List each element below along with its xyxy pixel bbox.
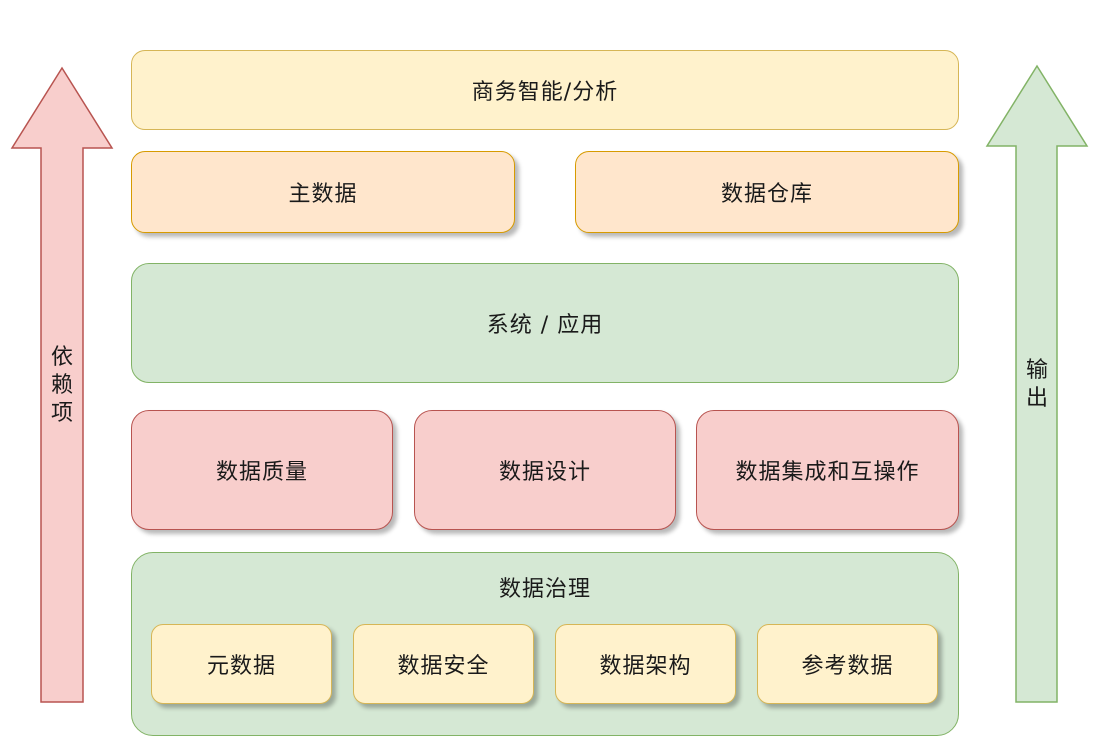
business-intelligence-box: 商务智能/分析 xyxy=(131,50,959,130)
data-warehouse-label: 数据仓库 xyxy=(720,182,813,207)
data-quality-box: 数据质量 xyxy=(131,410,393,530)
output-arrow xyxy=(985,64,1089,703)
data-governance-title: 数据治理 xyxy=(498,577,591,602)
systems-applications-box: 系统 / 应用 xyxy=(131,263,959,383)
governance-item-label: 参考数据 xyxy=(801,654,894,679)
dependency-arrow-label: 依 赖 项 xyxy=(50,345,73,426)
data-integration-box: 数据集成和互操作 xyxy=(696,410,959,530)
governance-item-metadata: 元数据 xyxy=(151,624,332,704)
data-integration-label: 数据集成和互操作 xyxy=(735,460,920,485)
data-design-label: 数据设计 xyxy=(498,460,591,485)
governance-item-data-security: 数据安全 xyxy=(353,624,534,704)
data-warehouse-box: 数据仓库 xyxy=(575,151,959,233)
dependency-arrow xyxy=(10,66,114,703)
governance-item-label: 数据架构 xyxy=(599,654,692,679)
data-design-box: 数据设计 xyxy=(414,410,676,530)
governance-item-label: 元数据 xyxy=(206,654,276,679)
systems-applications-label: 系统 / 应用 xyxy=(486,313,604,338)
master-data-box: 主数据 xyxy=(131,151,515,233)
governance-item-reference-data: 参考数据 xyxy=(757,624,938,704)
governance-item-data-architecture: 数据架构 xyxy=(555,624,736,704)
master-data-label: 主数据 xyxy=(288,182,358,207)
business-intelligence-label: 商务智能/分析 xyxy=(471,80,619,105)
governance-item-label: 数据安全 xyxy=(397,654,490,679)
data-quality-label: 数据质量 xyxy=(215,460,308,485)
output-arrow-label: 输 出 xyxy=(1025,358,1048,411)
